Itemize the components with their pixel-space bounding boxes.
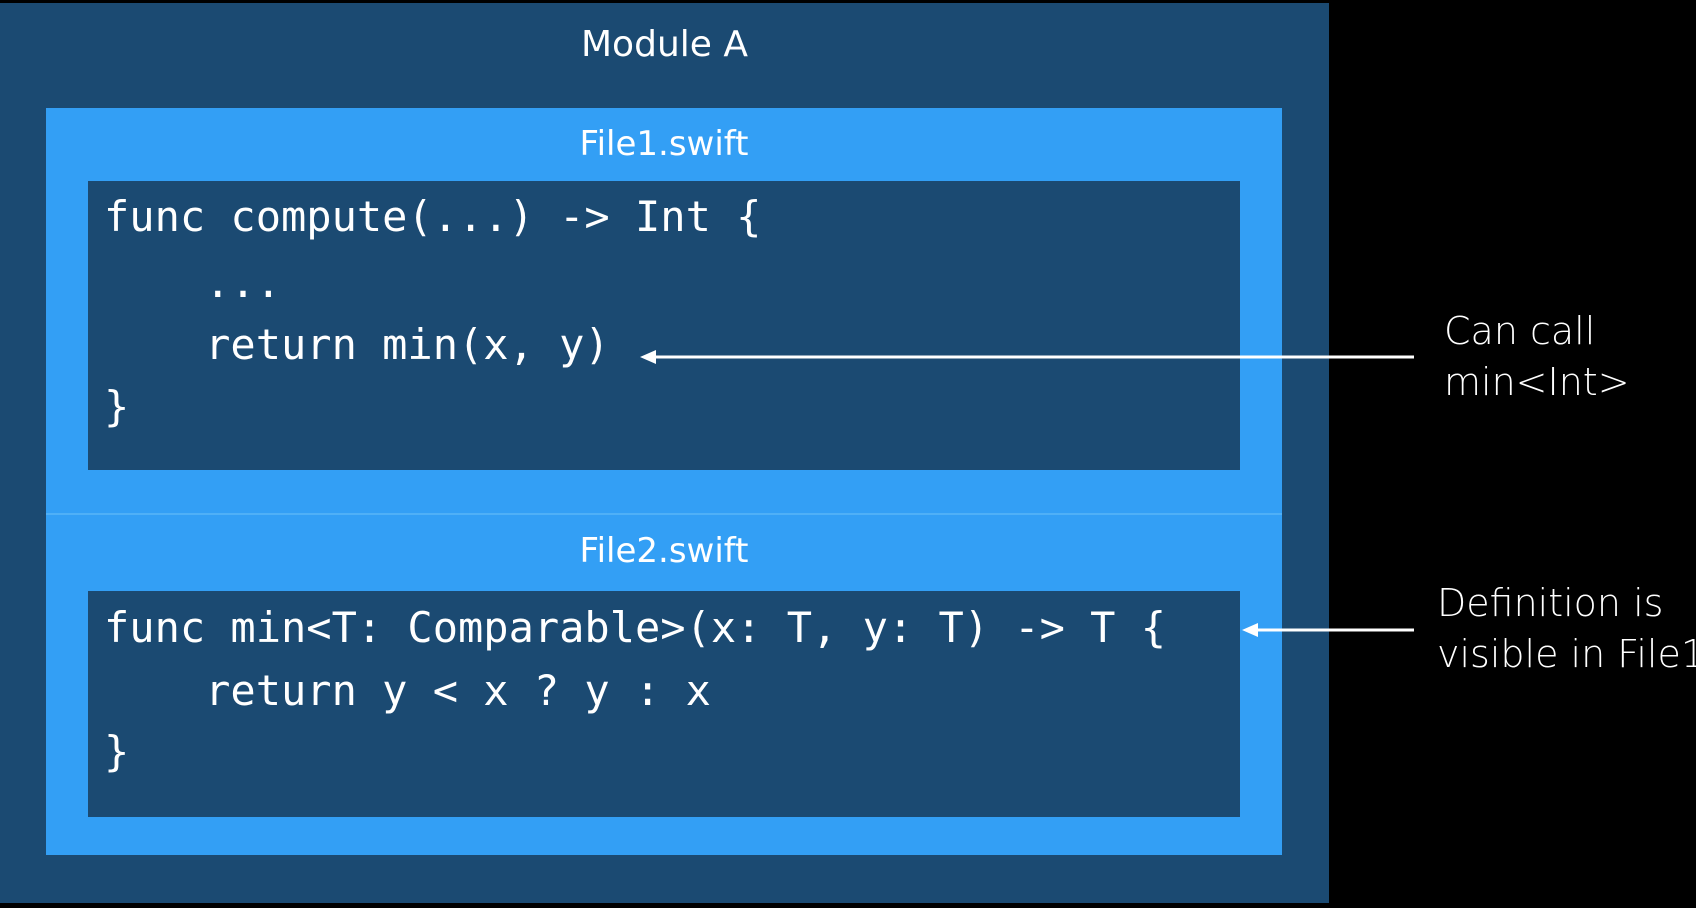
file1-title: File1.swift: [579, 124, 749, 164]
file1-code-line-1: func compute(...) -> Int {: [104, 192, 762, 241]
file2-box: File2.swift func min<T: Comparable>(x: T…: [46, 515, 1282, 855]
call-annotation-line-1: Can call: [1444, 309, 1596, 353]
file1-code-line-4: }: [104, 382, 130, 431]
file2-code-line-1: func min<T: Comparable>(x: T, y: T) -> T…: [104, 603, 1167, 652]
definition-annotation-line-1: Definition is: [1437, 581, 1664, 625]
definition-annotation-line-2: visible in File1: [1437, 632, 1696, 676]
file1-code-line-3: return min(x, y): [104, 320, 610, 369]
file1-code-line-2: ...: [104, 258, 282, 307]
file-divider: [46, 513, 1282, 515]
module-title: Module A: [581, 24, 748, 65]
file1-box: File1.swift func compute(...) -> Int { .…: [46, 108, 1282, 513]
file2-title: File2.swift: [579, 531, 749, 571]
call-annotation-line-2: min<Int>: [1444, 360, 1630, 404]
file2-code-line-2: return y < x ? y : x: [104, 666, 711, 715]
file2-code-line-3: }: [104, 727, 130, 776]
file1-code-block: func compute(...) -> Int { ... return mi…: [88, 181, 1240, 470]
file2-code-block: func min<T: Comparable>(x: T, y: T) -> T…: [88, 591, 1240, 817]
